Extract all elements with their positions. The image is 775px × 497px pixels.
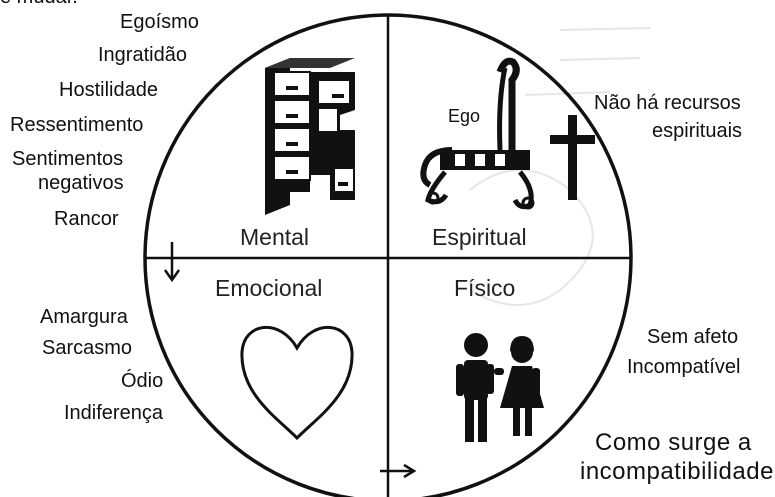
term-sentimentos: Sentimentos bbox=[12, 148, 124, 170]
down-arrow-icon bbox=[163, 242, 181, 283]
caption-line2: incompatibilidade bbox=[580, 458, 774, 485]
note-sem-afeto: Sem afeto bbox=[647, 326, 739, 348]
filing-cabinet-icon bbox=[265, 58, 355, 215]
cross-icon bbox=[550, 115, 595, 200]
note-recursos-line1: Não há recursos bbox=[594, 92, 741, 114]
right-arrow-icon bbox=[380, 463, 417, 479]
ego-label: Ego bbox=[448, 106, 481, 126]
quadrant-label-fisico: Físico bbox=[454, 275, 516, 301]
note-incompativel: Incompatível bbox=[627, 356, 741, 378]
term-amargura: Amargura bbox=[40, 306, 128, 328]
quadrant-label-emocional: Emocional bbox=[215, 275, 323, 301]
term-negativos: negativos bbox=[38, 172, 124, 194]
quadrant-label-mental: Mental bbox=[240, 224, 310, 250]
heart-icon bbox=[240, 325, 354, 441]
term-rancor: Rancor bbox=[54, 208, 119, 230]
term-odio: Ódio bbox=[121, 370, 164, 392]
top-cut-text: e mudar. bbox=[0, 0, 78, 9]
couple-icon bbox=[456, 333, 544, 442]
caption-line1: Como surge a bbox=[595, 429, 752, 456]
throne-icon bbox=[420, 57, 535, 210]
quadrant-label-espiritual: Espiritual bbox=[432, 224, 527, 250]
term-sarcasmo: Sarcasmo bbox=[42, 337, 133, 359]
note-recursos-line2: espirituais bbox=[652, 120, 743, 142]
term-hostilidade: Hostilidade bbox=[59, 79, 158, 101]
term-ingratidao: Ingratidão bbox=[98, 44, 187, 66]
term-egoismo: Egoísmo bbox=[120, 11, 199, 33]
term-ressentimento: Ressentimento bbox=[10, 114, 144, 136]
term-indiferenca: Indiferença bbox=[64, 402, 163, 424]
